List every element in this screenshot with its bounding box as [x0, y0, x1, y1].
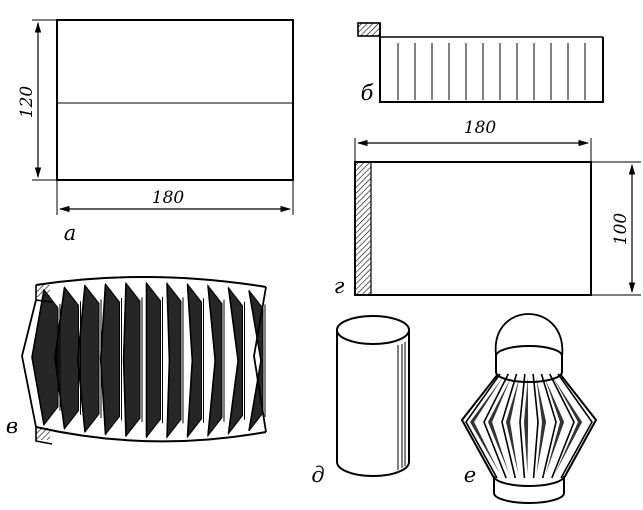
width-value-g: 180 [464, 118, 497, 138]
lantern-rib [549, 373, 575, 479]
accordion-fold-shadow [100, 282, 120, 436]
lantern-rib-shadow [544, 377, 565, 474]
lantern-rib [483, 373, 509, 479]
cut-lines-b [397, 43, 586, 100]
lantern-bottom-ring [493, 475, 565, 504]
lantern-rib-shadow [552, 377, 583, 474]
accordion-bottom-edge [35, 426, 267, 443]
width-value-a: 180 [152, 188, 185, 208]
glue-strip-g [355, 162, 371, 295]
accordion-fold-shadow [146, 281, 161, 439]
cylinder-top [336, 315, 410, 345]
accordion-left-edge [21, 299, 37, 428]
figure-label-g: г [334, 274, 345, 298]
accordion-fold-shadow [166, 281, 182, 439]
lantern-body-outline [460, 373, 598, 479]
cylinder-shading [397, 342, 406, 470]
figure-g: 180 100 г [334, 118, 641, 298]
lantern-rib [465, 373, 501, 479]
cylinder-body [336, 330, 410, 477]
figure-a: 120 180 а [17, 19, 294, 245]
accordion-fold-shadow [186, 282, 202, 439]
lantern-rib-shadow [506, 377, 520, 474]
figure-v: в [6, 276, 267, 445]
accordion-fold-shadow [77, 284, 100, 434]
height-value-g: 100 [611, 213, 631, 246]
accordion-fold-shadow [227, 286, 243, 436]
lantern-rib [540, 373, 557, 479]
lantern-ribs [465, 373, 593, 479]
lantern-rib-shadow [536, 377, 547, 474]
lantern-rib [532, 373, 539, 479]
accordion-fold-shadow [207, 284, 223, 438]
sheet-g [354, 161, 592, 296]
glue-tab-b [357, 22, 381, 37]
lantern-rib [557, 373, 593, 479]
figure-label-b: б [361, 81, 374, 105]
accordion-fold-shadow [123, 281, 141, 438]
figure-label-v: в [6, 414, 18, 438]
accordion-fold-shadow [31, 288, 59, 426]
accordion-right-edge [253, 286, 267, 433]
lantern-handle [495, 313, 563, 358]
sheet-a [56, 19, 294, 181]
strip-b [379, 23, 604, 103]
lantern-rib [501, 373, 518, 479]
figure-b: б [357, 22, 604, 105]
figure-label-d: д [311, 463, 324, 487]
height-value-a: 120 [17, 86, 37, 119]
figure-e: е [460, 313, 598, 504]
accordion-top-edge [35, 276, 267, 288]
lantern-rib-shadow [488, 377, 512, 474]
figure-label-a: а [64, 221, 77, 245]
glue-tab-v-bottom [36, 428, 50, 440]
figure-label-e: е [464, 463, 476, 487]
accordion-folds [21, 281, 267, 439]
figure-d: д [311, 315, 410, 487]
accordion-fold-shadow [54, 286, 79, 430]
lantern-rib [519, 373, 526, 479]
lantern-rib-shadow [524, 377, 529, 474]
